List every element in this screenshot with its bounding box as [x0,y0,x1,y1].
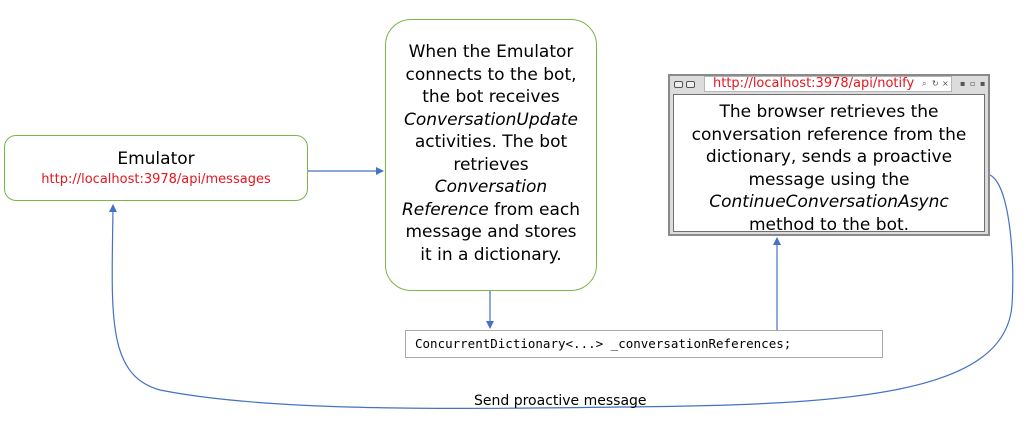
bot-line: Conversation [394,176,588,199]
emulator-node: Emulator http://localhost:3978/api/messa… [4,135,308,201]
bot-line: Reference from each [394,199,588,222]
bot-line: it in a dictionary. [394,244,588,267]
bot-line-text: retrieves [453,154,529,175]
bot-line: the bot receives [394,86,588,109]
bot-line: message and stores [394,221,588,244]
browser-window: http://localhost:3978/api/notify ⌕ ↻ × ▪… [668,74,990,236]
address-bar[interactable]: http://localhost:3978/api/notify [704,76,952,92]
bot-line-text: it in a dictionary. [420,244,562,265]
bot-line-text: Conversation [434,177,548,197]
browser-toolbar: http://localhost:3978/api/notify ⌕ ↻ × ▪… [670,76,988,93]
maximize-icon[interactable]: ▫ [970,79,976,88]
browser-line-text: conversation reference from the [691,124,967,145]
bot-line: ConversationUpdate [394,109,588,132]
bot-line: When the Emulator [394,41,588,64]
browser-line: The browser retrieves the [674,101,984,124]
bot-line-text: Reference [401,199,489,220]
stop-icon[interactable]: × [942,79,949,88]
forward-icon[interactable] [686,81,695,88]
bot-line: retrieves [394,154,588,177]
emulator-title: Emulator [117,149,195,169]
bot-line: connects to the bot, [394,64,588,87]
browser-line-text: The browser retrieves the [719,102,939,122]
bot-line-text: message and stores [405,222,577,242]
dictionary-code-box: ConcurrentDictionary<...> _conversationR… [405,330,883,358]
browser-line-text: ContinueConversationAsync [709,192,949,212]
refresh-icon[interactable]: ↻ [932,79,939,88]
browser-line: ContinueConversationAsync [674,191,984,214]
minimize-icon[interactable]: ▪ [960,79,966,88]
send-proactive-message-label: Send proactive message [474,393,647,409]
browser-line: dictionary, sends a proactive [674,146,984,169]
browser-line: conversation reference from the [674,124,984,147]
emulator-url: http://localhost:3978/api/messages [41,172,271,187]
browser-line-text: message using the [748,169,910,190]
bot-line-text: the bot receives [422,87,560,107]
bot-line-suffix: from each [488,199,581,220]
browser-line-text: method to the bot. [748,214,910,235]
browser-line-text: dictionary, sends a proactive [705,147,953,167]
close-icon[interactable]: ▪ [980,79,986,88]
browser-line: method to the bot. [674,214,984,237]
bot-line-text: When the Emulator [408,42,574,62]
bot-line-text: ConversationUpdate [404,109,578,130]
browser-line: message using the [674,169,984,192]
search-icon[interactable]: ⌕ [922,79,927,88]
bot-line-text: connects to the bot, [405,64,577,85]
browser-url: http://localhost:3978/api/notify [713,76,915,91]
bot-line: activities. The bot [394,131,588,154]
bot-line-text: activities. The bot [414,132,568,152]
back-icon[interactable] [674,81,683,88]
dictionary-code: ConcurrentDictionary<...> _conversationR… [415,336,792,351]
proactive-message-curve [108,174,1014,410]
